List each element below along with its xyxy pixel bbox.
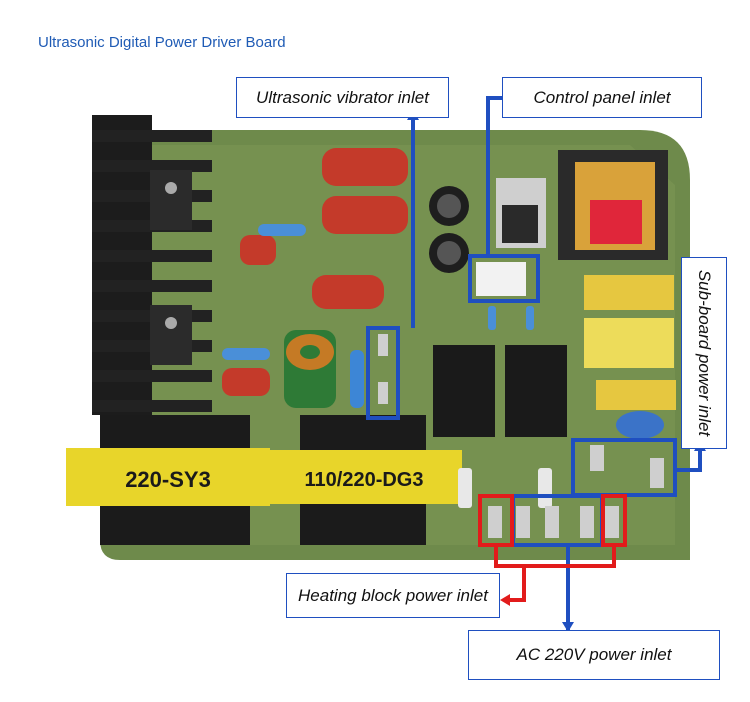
small-transformer — [558, 150, 668, 260]
control-panel-connector — [476, 262, 526, 296]
transformer-left — [66, 415, 270, 545]
callout-sub-board-text: Sub-board power inlet — [695, 269, 715, 437]
callout-ac-power: AC 220V power inlet — [468, 630, 720, 680]
heatsink — [92, 115, 212, 415]
transformer-right — [266, 415, 462, 545]
yellow-capacitor — [584, 275, 674, 310]
callout-heating-block: Heating block power inlet — [286, 573, 500, 618]
resistors — [222, 224, 534, 408]
yellow-capacitor-2 — [596, 380, 676, 410]
blue-capacitor — [616, 411, 664, 439]
callout-ultrasonic-vibrator: Ultrasonic vibrator inlet — [236, 77, 449, 118]
callout-sub-board: Sub-board power inlet — [681, 257, 727, 449]
electrolytic-capacitors — [429, 186, 469, 273]
red-leader-lines — [494, 545, 616, 602]
relays — [433, 345, 567, 437]
transformer-right-label: 110/220-DG3 — [305, 469, 424, 491]
film-capacitors — [222, 148, 408, 396]
blue-leader-lines — [411, 96, 702, 630]
callout-control-panel: Control panel inlet — [502, 77, 702, 118]
red-arrowhead — [500, 594, 510, 606]
figure-title: Ultrasonic Digital Power Driver Board — [38, 34, 286, 51]
transformer-left-label: 220-SY3 — [125, 467, 211, 492]
common-mode-choke — [584, 318, 674, 368]
toroid-inductor — [284, 330, 336, 408]
terminal-tabs — [378, 334, 664, 538]
